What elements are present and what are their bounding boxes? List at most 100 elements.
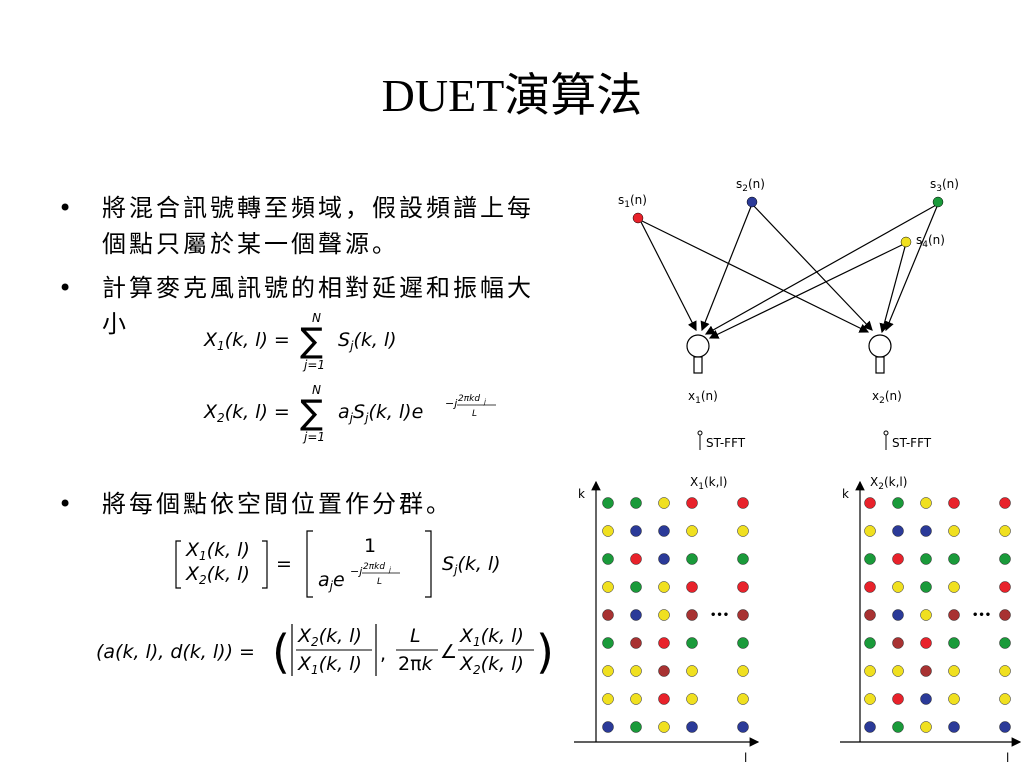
tf-point: [864, 665, 876, 677]
grid-1-title: X1(k,l): [690, 475, 727, 492]
svg-text:ajSj(k, l)e: ajSj(k, l)e: [338, 401, 423, 425]
svg-text:X2(k, l): X2(k, l): [459, 653, 524, 677]
mixing-arrows: [639, 203, 939, 339]
tf-point: [602, 693, 614, 705]
tf-point: [686, 525, 698, 537]
tf-point: [999, 581, 1011, 593]
svg-text:X2(k, l): X2(k, l): [297, 625, 362, 649]
tf-point: [602, 609, 614, 621]
svg-text:aje: aje: [318, 569, 345, 593]
bullet-1: • 將混合訊號轉至頻域，假設頻譜上每個點只屬於某一個聲源。: [58, 190, 548, 262]
tf-point: [630, 693, 642, 705]
tf-point: [892, 553, 904, 565]
tf-point: [630, 581, 642, 593]
svg-text:j: j: [388, 566, 391, 574]
tf-point: [658, 665, 670, 677]
source-label-2: s2(n): [736, 177, 765, 194]
tf-point: [630, 665, 642, 677]
tf-point: [920, 581, 932, 593]
tf-point: [686, 581, 698, 593]
tf-point: [892, 693, 904, 705]
tf-point: [658, 721, 670, 733]
svg-text:j: j: [483, 398, 486, 406]
source-dot-2: [746, 196, 758, 208]
tf-point: [999, 525, 1011, 537]
equation-estimate: (a(k, l), d(k, l)) = ( X2(k, l) X1(k, l)…: [96, 624, 554, 679]
svg-text:j=1: j=1: [302, 430, 325, 444]
grid-1-k-label: k: [578, 487, 585, 501]
tf-point: [864, 609, 876, 621]
source-dot-1: [632, 212, 644, 224]
tf-point: [630, 553, 642, 565]
microphone-1-icon: [686, 334, 710, 374]
tf-point: [999, 497, 1011, 509]
svg-text:,: ,: [380, 643, 386, 665]
tf-point: [737, 581, 749, 593]
tf-point: [686, 693, 698, 705]
tf-point: [686, 497, 698, 509]
svg-text:X1(k, l): X1(k, l): [185, 539, 250, 563]
svg-text:=: =: [276, 553, 292, 575]
tf-point: [948, 497, 960, 509]
svg-text:N: N: [312, 311, 321, 325]
svg-text:2πkd: 2πkd: [363, 562, 385, 572]
tf-point: [658, 497, 670, 509]
tf-point: [658, 581, 670, 593]
tf-point: [658, 525, 670, 537]
grid-2-axes: k l X2(k,l) •••: [840, 475, 1022, 765]
tf-point: [686, 665, 698, 677]
tf-point: [864, 553, 876, 565]
grid-1-ellipsis: •••: [710, 610, 729, 621]
tf-point: [892, 609, 904, 621]
source-label-4: s4(n): [916, 233, 945, 250]
bullet-marker: •: [58, 274, 73, 302]
tf-point: [686, 721, 698, 733]
tf-point: [948, 553, 960, 565]
mic-label-1: x1(n): [688, 389, 718, 406]
microphone-2-icon: [868, 334, 892, 374]
svg-text:∑: ∑: [300, 321, 323, 361]
tf-point: [920, 721, 932, 733]
tf-point: [948, 693, 960, 705]
tf-point: [864, 721, 876, 733]
tf-point: [999, 665, 1011, 677]
svg-text:X2(k, l) =: X2(k, l) =: [203, 401, 290, 425]
tf-point: [864, 637, 876, 649]
tf-point: [948, 525, 960, 537]
tf-point: [686, 553, 698, 565]
tf-point: [864, 581, 876, 593]
tf-point: [602, 721, 614, 733]
tf-point: [864, 525, 876, 537]
grid-2-points: [864, 497, 1011, 733]
tf-point: [602, 497, 614, 509]
tf-point: [630, 721, 642, 733]
tf-point: [737, 665, 749, 677]
svg-text:): ): [536, 625, 554, 679]
bullet-marker: •: [58, 194, 73, 222]
tf-point: [892, 637, 904, 649]
grid-1-points: [602, 497, 749, 733]
tf-point: [630, 525, 642, 537]
mic-label-2: x2(n): [872, 389, 902, 406]
svg-text:ST-FFT: ST-FFT: [892, 436, 932, 450]
tf-point: [737, 693, 749, 705]
tf-point: [920, 665, 932, 677]
tf-point: [630, 497, 642, 509]
svg-text:L: L: [472, 409, 477, 419]
tf-point: [920, 525, 932, 537]
svg-text:N: N: [312, 383, 321, 397]
bullet-2: • 計算麥克風訊號的相對延遲和振幅大小: [58, 270, 548, 342]
tf-point: [999, 637, 1011, 649]
stft-2: ST-FFT: [883, 430, 932, 450]
svg-text:∑: ∑: [300, 393, 323, 433]
bullet-3: • 將每個點依空間位置作分群。: [58, 486, 548, 522]
tf-point: [630, 609, 642, 621]
tf-point: [948, 637, 960, 649]
svg-text:2πk: 2πk: [398, 653, 434, 675]
svg-text:−j: −j: [445, 397, 458, 410]
svg-text:(: (: [272, 625, 290, 679]
slide-title: DUET演算法: [381, 70, 643, 121]
tf-point: [948, 609, 960, 621]
bullet-text: 將混合訊號轉至頻域，假設頻譜上每個點只屬於某一個聲源。: [102, 194, 534, 258]
